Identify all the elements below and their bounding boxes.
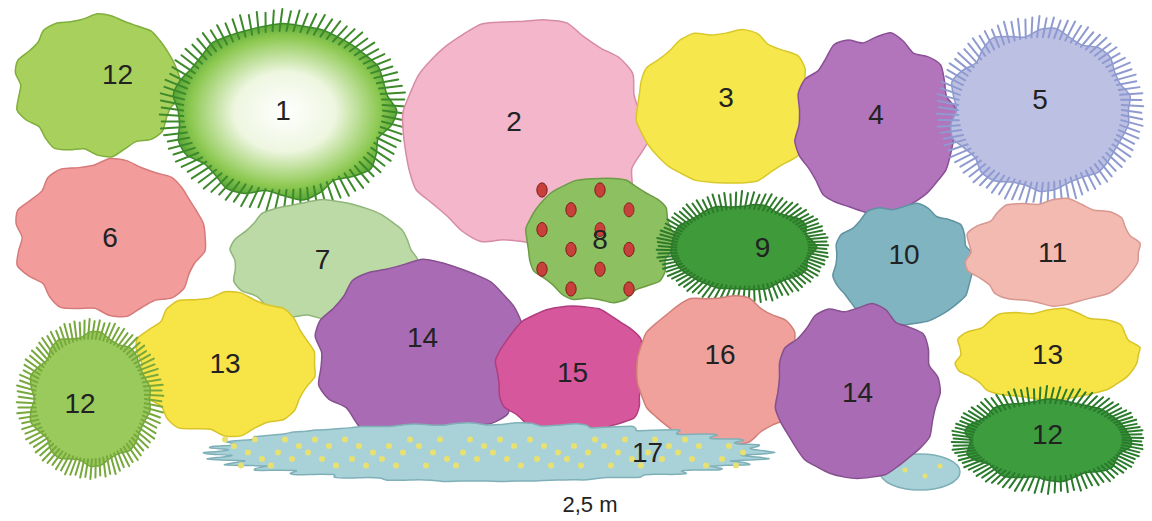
plant-outline xyxy=(495,306,653,441)
plant-number: 5 xyxy=(1032,86,1048,114)
plant-outline xyxy=(655,190,830,305)
plant-outline xyxy=(10,10,185,160)
plant-outline xyxy=(15,14,181,157)
plant-group: 5 xyxy=(935,15,1145,205)
plant-group: 17 xyxy=(205,420,770,485)
plant-outline xyxy=(173,24,397,200)
plant-outline xyxy=(965,399,1131,482)
plant-group: 12 xyxy=(950,385,1145,495)
plant-group: 1 xyxy=(158,8,408,213)
plant-number: 16 xyxy=(704,341,735,369)
plant-number: 11 xyxy=(1038,239,1067,267)
dimension-label: 2,5 m xyxy=(562,492,617,518)
plant-outline xyxy=(636,29,818,183)
plant-number: 15 xyxy=(557,359,588,387)
plant-outline xyxy=(16,158,206,316)
plant-outline xyxy=(31,331,151,466)
plant-number: 13 xyxy=(209,350,240,378)
plant-number: 9 xyxy=(755,234,771,262)
plant-outline xyxy=(951,28,1131,191)
plant-number: 17 xyxy=(632,439,663,467)
plant-group: 12 xyxy=(10,10,185,160)
plant-number: 12 xyxy=(1032,421,1063,449)
plant-number: 8 xyxy=(592,226,608,254)
plant-group: 14 xyxy=(770,300,945,485)
plant-outline xyxy=(795,33,957,215)
plant-group: 12 xyxy=(15,318,165,480)
plant-group: 6 xyxy=(10,155,210,320)
plant-group: 11 xyxy=(960,195,1145,310)
plant-outline xyxy=(965,198,1140,306)
plant-number: 14 xyxy=(407,324,438,352)
plant-number: 2 xyxy=(506,108,522,136)
plant-outline xyxy=(671,205,817,290)
plant-number: 4 xyxy=(868,101,884,129)
plant-outline xyxy=(205,420,770,485)
plant-number: 14 xyxy=(842,379,873,407)
plant-group: 3 xyxy=(630,25,822,190)
plant-group: 4 xyxy=(790,30,962,220)
plant-outline xyxy=(526,178,679,302)
plant-outline xyxy=(136,291,315,436)
plant-outline xyxy=(203,423,774,482)
plant-number: 12 xyxy=(102,61,133,89)
plant-outline xyxy=(833,203,975,324)
plant-number: 1 xyxy=(275,97,291,125)
plant-number: 10 xyxy=(888,241,919,269)
plant-outline xyxy=(775,304,940,479)
plant-group: 8 xyxy=(520,172,680,307)
plant-number: 7 xyxy=(315,246,331,274)
plant-number: 13 xyxy=(1032,341,1063,369)
plant-number: 12 xyxy=(64,390,95,418)
plant-group: 9 xyxy=(655,190,830,305)
plant-number: 6 xyxy=(102,224,118,252)
plant-number: 3 xyxy=(718,84,734,112)
